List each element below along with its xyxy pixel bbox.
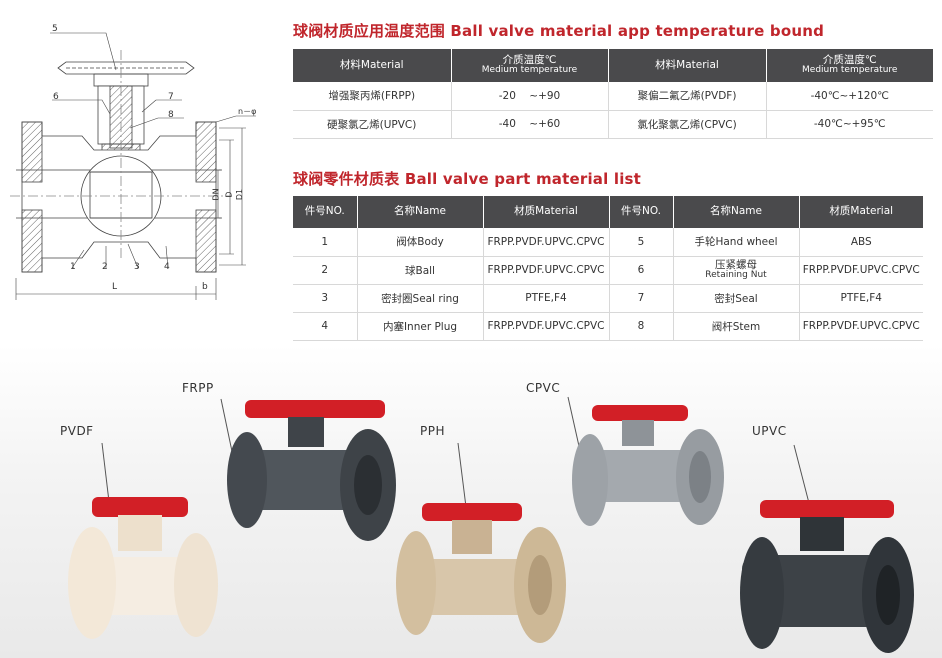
- pph-valve-image: [396, 503, 566, 643]
- pvdf-valve-image: [68, 497, 218, 639]
- header-name: 名称Name: [357, 196, 484, 228]
- table-header-row: 件号NO. 名称Name 材质Material 件号NO. 名称Name 材质M…: [293, 196, 923, 228]
- temperature-cell: -40℃~+95℃: [766, 110, 933, 139]
- parts-section-title: 球阀零件材质表 Ball valve part material list: [293, 170, 642, 188]
- callout-5: 5: [52, 24, 58, 34]
- temperature-cell: -20 ~+90: [451, 82, 609, 111]
- material-cell: 氯化聚氯乙烯(CPVC): [608, 110, 767, 139]
- dim-l: L: [112, 282, 118, 292]
- temperature-cell: -40℃~+120℃: [766, 82, 933, 111]
- part-material-cell: FRPP.PVDF.UPVC.CPVC: [483, 312, 610, 341]
- pvdf-label: PVDF: [60, 424, 94, 438]
- table-row: 4 内塞Inner Plug FRPP.PVDF.UPVC.CPVC 8 阀杆S…: [293, 312, 923, 341]
- part-no-cell: 4: [293, 312, 358, 341]
- table-row: 硬聚氯乙烯(UPVC) -40 ~+60 氯化聚氯乙烯(CPVC) -40℃~+…: [293, 110, 933, 139]
- header-name: 名称Name: [673, 196, 800, 228]
- callout-2: 2: [102, 262, 108, 272]
- dim-dn: DN: [211, 188, 221, 201]
- dim-holes: n－φ: [238, 107, 257, 116]
- header-no: 件号NO.: [293, 196, 358, 228]
- part-name-cell: 密封Seal: [673, 284, 800, 313]
- dim-d: D: [224, 191, 234, 198]
- upvc-label: UPVC: [752, 424, 787, 438]
- part-name-cell: 阀体Body: [357, 228, 484, 257]
- part-no-cell: 6: [609, 256, 674, 285]
- part-no-cell: 2: [293, 256, 358, 285]
- material-cell: 硬聚氯乙烯(UPVC): [293, 110, 452, 139]
- pph-label: PPH: [420, 424, 445, 438]
- callout-4: 4: [164, 262, 170, 272]
- callout-7: 7: [168, 92, 174, 102]
- table-row: 增强聚丙烯(FRPP) -20 ~+90 聚偏二氟乙烯(PVDF) -40℃~+…: [293, 82, 933, 111]
- part-no-cell: 1: [293, 228, 358, 257]
- part-name-cell: 阀杆Stem: [673, 312, 800, 341]
- cpvc-label: CPVC: [526, 381, 561, 395]
- parts-table: 件号NO. 名称Name 材质Material 件号NO. 名称Name 材质M…: [293, 196, 923, 341]
- part-material-cell: FRPP.PVDF.UPVC.CPVC: [799, 256, 923, 285]
- part-name-cell: 密封圈Seal ring: [357, 284, 484, 313]
- callout-3: 3: [134, 262, 140, 272]
- material-cell: 聚偏二氟乙烯(PVDF): [608, 82, 767, 111]
- header-material: 材料Material: [608, 49, 767, 82]
- cpvc-valve-image: [572, 405, 724, 526]
- header-material: 材质Material: [799, 196, 923, 228]
- upvc-valve-image: [740, 500, 914, 653]
- part-no-cell: 8: [609, 312, 674, 341]
- dim-d1: D1: [235, 188, 245, 201]
- table-row: 1 阀体Body FRPP.PVDF.UPVC.CPVC 5 手轮Hand wh…: [293, 228, 923, 257]
- material-cell: 增强聚丙烯(FRPP): [293, 82, 452, 111]
- valve-section-drawing: 5 6 7 8 1 2 3 4 n－φ DN D D1 L b: [6, 10, 276, 300]
- part-no-cell: 3: [293, 284, 358, 313]
- frpp-valve-image: [227, 400, 396, 541]
- temperature-section-title: 球阀材质应用温度范围 Ball valve material app tempe…: [293, 22, 825, 40]
- table-row: 3 密封圈Seal ring PTFE,F4 7 密封Seal PTFE,F4: [293, 284, 923, 313]
- frpp-label: FRPP: [182, 381, 214, 395]
- part-name-cell: 内塞Inner Plug: [357, 312, 484, 341]
- header-no: 件号NO.: [609, 196, 674, 228]
- part-no-cell: 7: [609, 284, 674, 313]
- callout-1: 1: [70, 262, 76, 272]
- header-material: 材质Material: [483, 196, 610, 228]
- part-material-cell: FRPP.PVDF.UPVC.CPVC: [483, 228, 610, 257]
- temperature-cell: -40 ~+60: [451, 110, 609, 139]
- part-material-cell: ABS: [799, 228, 923, 257]
- header-material: 材料Material: [293, 49, 452, 82]
- hand-wheel-shape: [57, 61, 195, 75]
- product-photo-area: PVDF FRPP PPH CPVC UPVC: [0, 345, 942, 658]
- dim-b: b: [202, 282, 208, 292]
- callout-8: 8: [168, 110, 174, 120]
- part-name-cell: 球Ball: [357, 256, 484, 285]
- part-material-cell: FRPP.PVDF.UPVC.CPVC: [799, 312, 923, 341]
- part-material-cell: PTFE,F4: [483, 284, 610, 313]
- part-material-cell: PTFE,F4: [799, 284, 923, 313]
- callout-6: 6: [53, 92, 59, 102]
- part-no-cell: 5: [609, 228, 674, 257]
- part-material-cell: FRPP.PVDF.UPVC.CPVC: [483, 256, 610, 285]
- part-name-cell: 手轮Hand wheel: [673, 228, 800, 257]
